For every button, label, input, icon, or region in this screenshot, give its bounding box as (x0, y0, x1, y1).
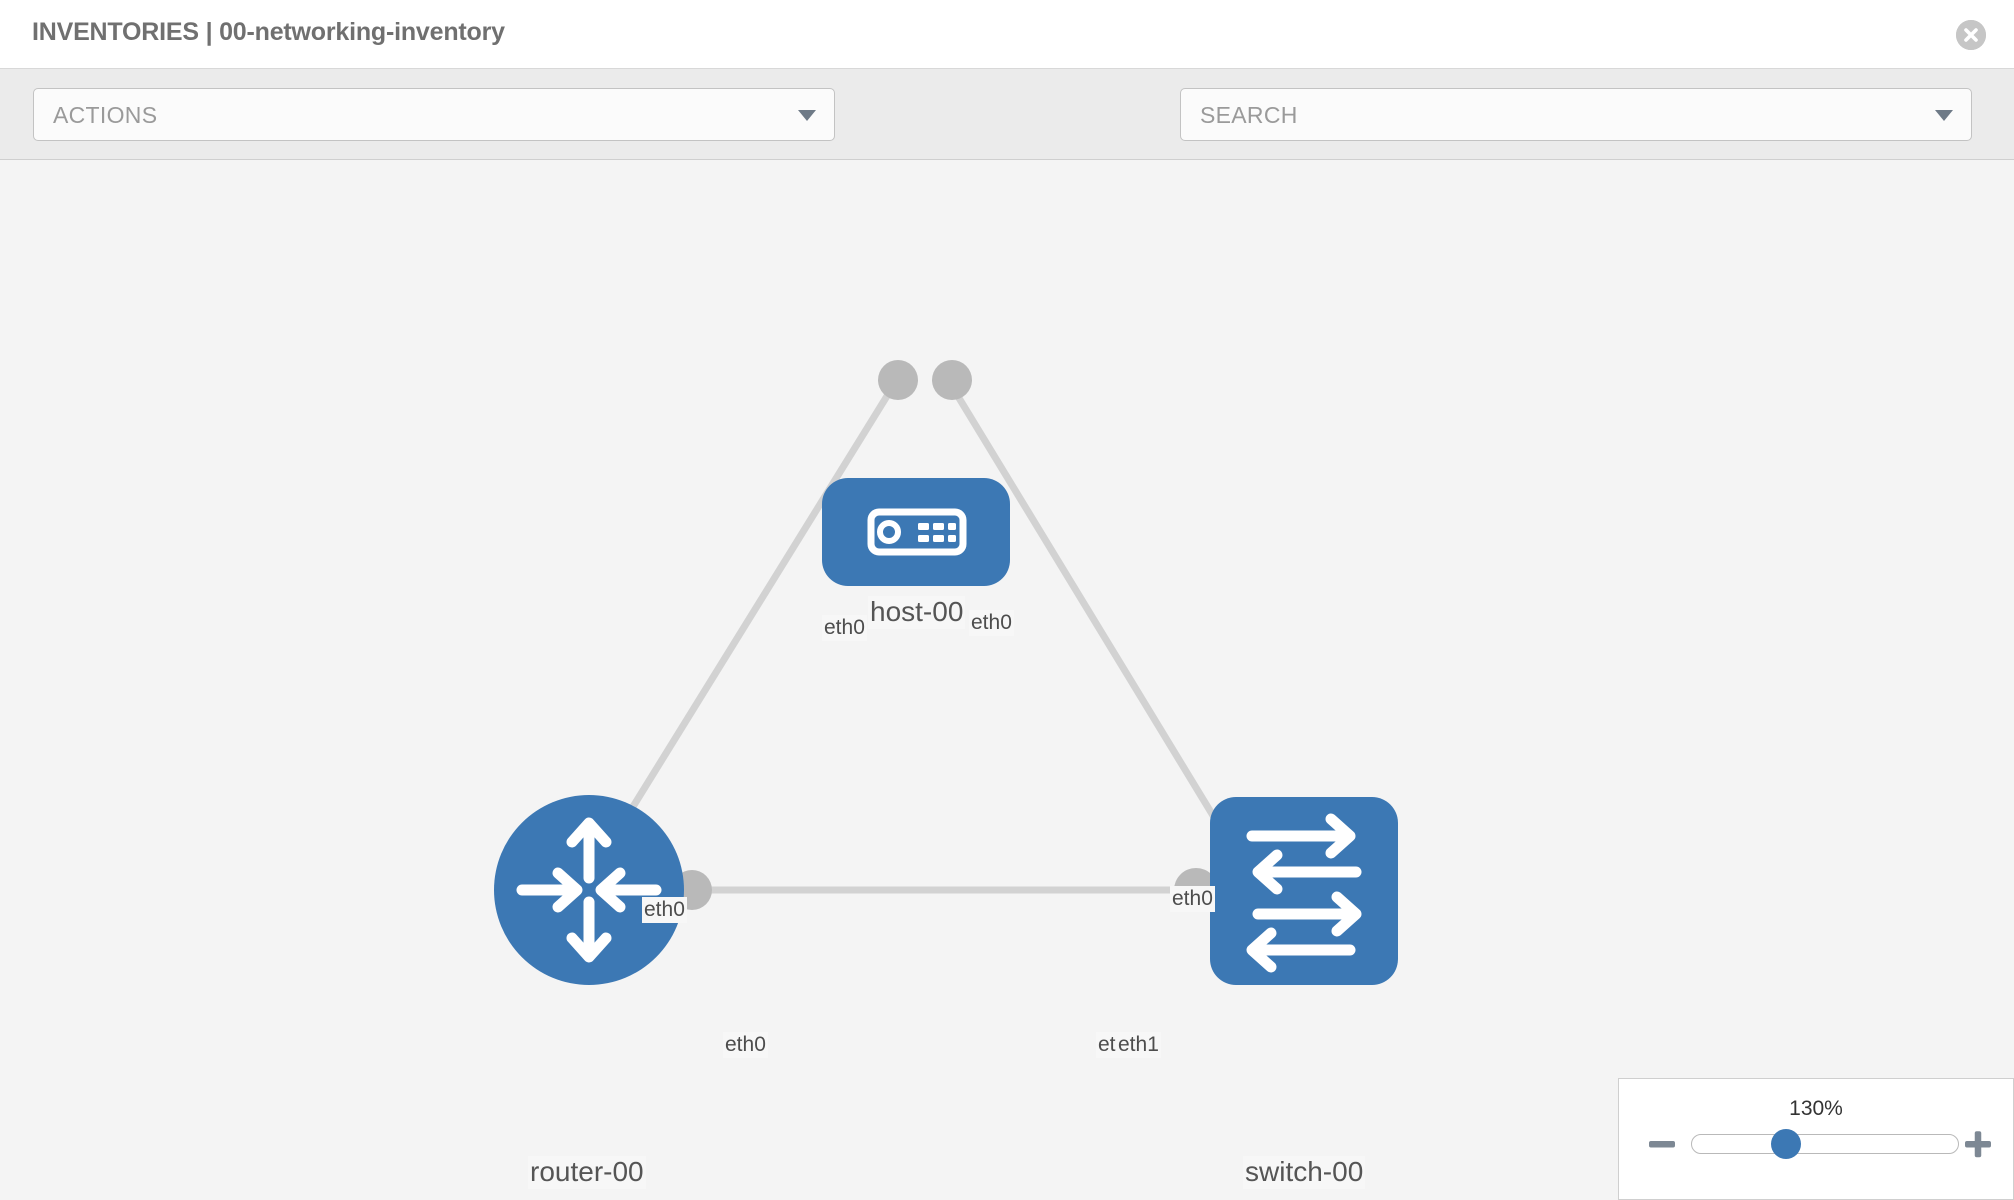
zoom-control-panel: 130% (1618, 1078, 2014, 1200)
node-switch-00 (1210, 797, 1398, 985)
page-title: INVENTORIES | 00-networking-inventory (32, 18, 505, 46)
node-router-00 (494, 795, 684, 985)
chevron-down-icon (798, 110, 816, 121)
zoom-slider-thumb[interactable] (1771, 1129, 1801, 1159)
server-appliance-icon (867, 508, 967, 556)
topology-canvas[interactable]: eth0 host-00 eth0 eth0 eth0 eth0 eth0 et… (0, 160, 2014, 1200)
actions-dropdown-label: ACTIONS (53, 102, 158, 128)
plus-icon[interactable] (1961, 1127, 1995, 1161)
port-label-router-up: eth0 (642, 897, 687, 923)
minus-icon[interactable] (1645, 1127, 1679, 1161)
connector-host-left (878, 360, 918, 400)
node-host-00 (822, 478, 1010, 586)
connector-host-right (932, 360, 972, 400)
node-label-switch-00: switch-00 (1243, 1156, 1366, 1189)
link-edges (597, 373, 1243, 894)
node-label-router-00: router-00 (528, 1156, 646, 1189)
node-label-host-00: host-00 (868, 596, 966, 629)
port-label-switch-up: eth0 (1170, 886, 1215, 912)
port-label-router-right: eth0 (723, 1032, 768, 1058)
topology-graph (494, 360, 1398, 985)
search-placeholder: SEARCH (1200, 102, 1298, 128)
port-label-switch-left: eth1 (1116, 1032, 1161, 1058)
link-host-router (597, 373, 903, 862)
port-label-host-right: eth0 (969, 610, 1014, 636)
zoom-percent-label: 130% (1789, 1097, 1843, 1120)
switch-arrows-icon (1246, 813, 1362, 973)
port-connectors (584, 360, 1258, 912)
close-icon[interactable] (1956, 20, 1986, 50)
search-input[interactable]: SEARCH (1180, 88, 1972, 141)
chevron-down-icon[interactable] (1935, 110, 1953, 121)
zoom-slider-track[interactable] (1691, 1134, 1959, 1154)
toolbar: ACTIONS SEARCH (0, 69, 2014, 194)
link-host-switch (942, 373, 1243, 862)
actions-dropdown[interactable]: ACTIONS (33, 88, 835, 141)
router-arrows-icon (516, 817, 662, 963)
page-header: INVENTORIES | 00-networking-inventory (0, 0, 2014, 69)
port-label-host-left: eth0 (822, 615, 867, 641)
